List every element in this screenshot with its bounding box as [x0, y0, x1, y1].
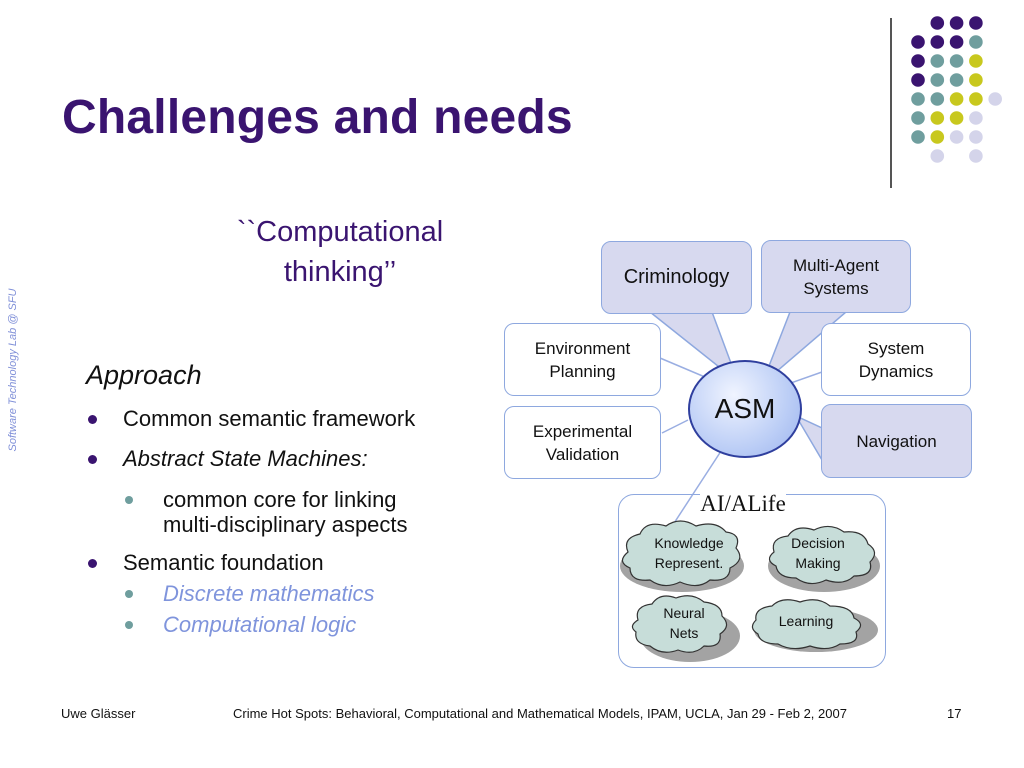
cloud-learning: Learning	[760, 611, 852, 631]
bullet-dot	[88, 455, 97, 464]
bullet-dot	[88, 415, 97, 424]
cloud-neural-line-1: Neural	[663, 605, 705, 621]
subtitle: ``Computational thinking’’	[210, 212, 470, 292]
sub-bullet-item: Discrete mathematics	[125, 581, 375, 606]
approach-heading: Approach	[86, 360, 202, 390]
cloud-knowledge-line-2: Represent.	[654, 555, 724, 571]
sub-bullet-text: Discrete mathematics	[163, 581, 375, 606]
box-environment-label-line-2: Planning	[549, 361, 616, 381]
subtitle-line-1: ``Computational	[236, 216, 444, 248]
sub-bullet-text: Computational logic	[163, 612, 357, 637]
cloud-decision-making: Decision Making	[772, 533, 864, 573]
box-environment-label-line-1: Environment	[534, 338, 631, 358]
cloud-neural-nets: Neural Nets	[644, 603, 724, 643]
subtitle-line-2: thinking’’	[283, 256, 397, 288]
box-navigation: Navigation	[821, 404, 972, 478]
title-divider-line	[890, 18, 892, 188]
cloud-learning-label: Learning	[778, 613, 834, 629]
asm-label: ASM	[714, 393, 776, 424]
sub-bullet-dot	[125, 496, 133, 504]
cloud-decision-line-1: Decision	[791, 535, 845, 551]
box-multi-agent-label-line-1: Multi-Agent	[793, 255, 879, 275]
box-navigation-label: Navigation	[856, 431, 937, 451]
box-environment-planning: Environment Planning	[504, 323, 661, 396]
sub-bullet-text-line-1: common core for linking	[163, 487, 397, 512]
sub-bullet-text-line-2: multi-disciplinary aspects	[163, 512, 408, 537]
bullet-text: Semantic foundation	[123, 550, 324, 575]
bullet-dot	[88, 559, 97, 568]
clouds	[621, 520, 876, 653]
cloud-decision-line-2: Making	[795, 555, 841, 571]
cloud-neural-line-2: Nets	[669, 625, 699, 641]
slide-title: Challenges and needs	[62, 91, 573, 144]
bullet-item: Semantic foundation	[88, 550, 324, 576]
bullet-item: Abstract State Machines:	[88, 446, 368, 472]
bullet-text: Common semantic framework	[123, 406, 416, 431]
sub-bullet-item: common core for linking multi-disciplina…	[125, 487, 408, 537]
box-system-dynamics: System Dynamics	[821, 323, 971, 396]
sub-bullet-dot	[125, 621, 133, 629]
bullet-text: Abstract State Machines:	[123, 446, 368, 471]
box-experimental-label-line-1: Experimental	[532, 421, 633, 441]
box-experimental-label-line-2: Validation	[545, 444, 620, 464]
footer-event: Crime Hot Spots: Behavioral, Computation…	[233, 706, 847, 721]
ai-alife-label: AI/ALife	[700, 491, 786, 517]
box-criminology: Criminology	[601, 241, 752, 314]
footer-page-number: 17	[947, 706, 962, 721]
box-criminology-label: Criminology	[623, 266, 730, 288]
sub-bullet-dot	[125, 590, 133, 598]
sub-bullet-item: Computational logic	[125, 612, 357, 637]
box-system-dynamics-label-line-2: Dynamics	[858, 361, 934, 381]
cloud-knowledge-line-1: Knowledge	[654, 535, 724, 551]
box-experimental-validation: Experimental Validation	[504, 406, 661, 479]
asm-node: ASM	[688, 360, 802, 458]
box-system-dynamics-label-line-1: System	[867, 338, 925, 358]
box-multi-agent-systems: Multi-Agent Systems	[761, 240, 911, 313]
cloud-knowledge-represent: Knowledge Represent.	[636, 533, 742, 573]
bullet-item: Common semantic framework	[88, 406, 416, 432]
box-multi-agent-label-line-2: Systems	[803, 278, 869, 298]
footer-author: Uwe Glässer	[61, 706, 136, 721]
